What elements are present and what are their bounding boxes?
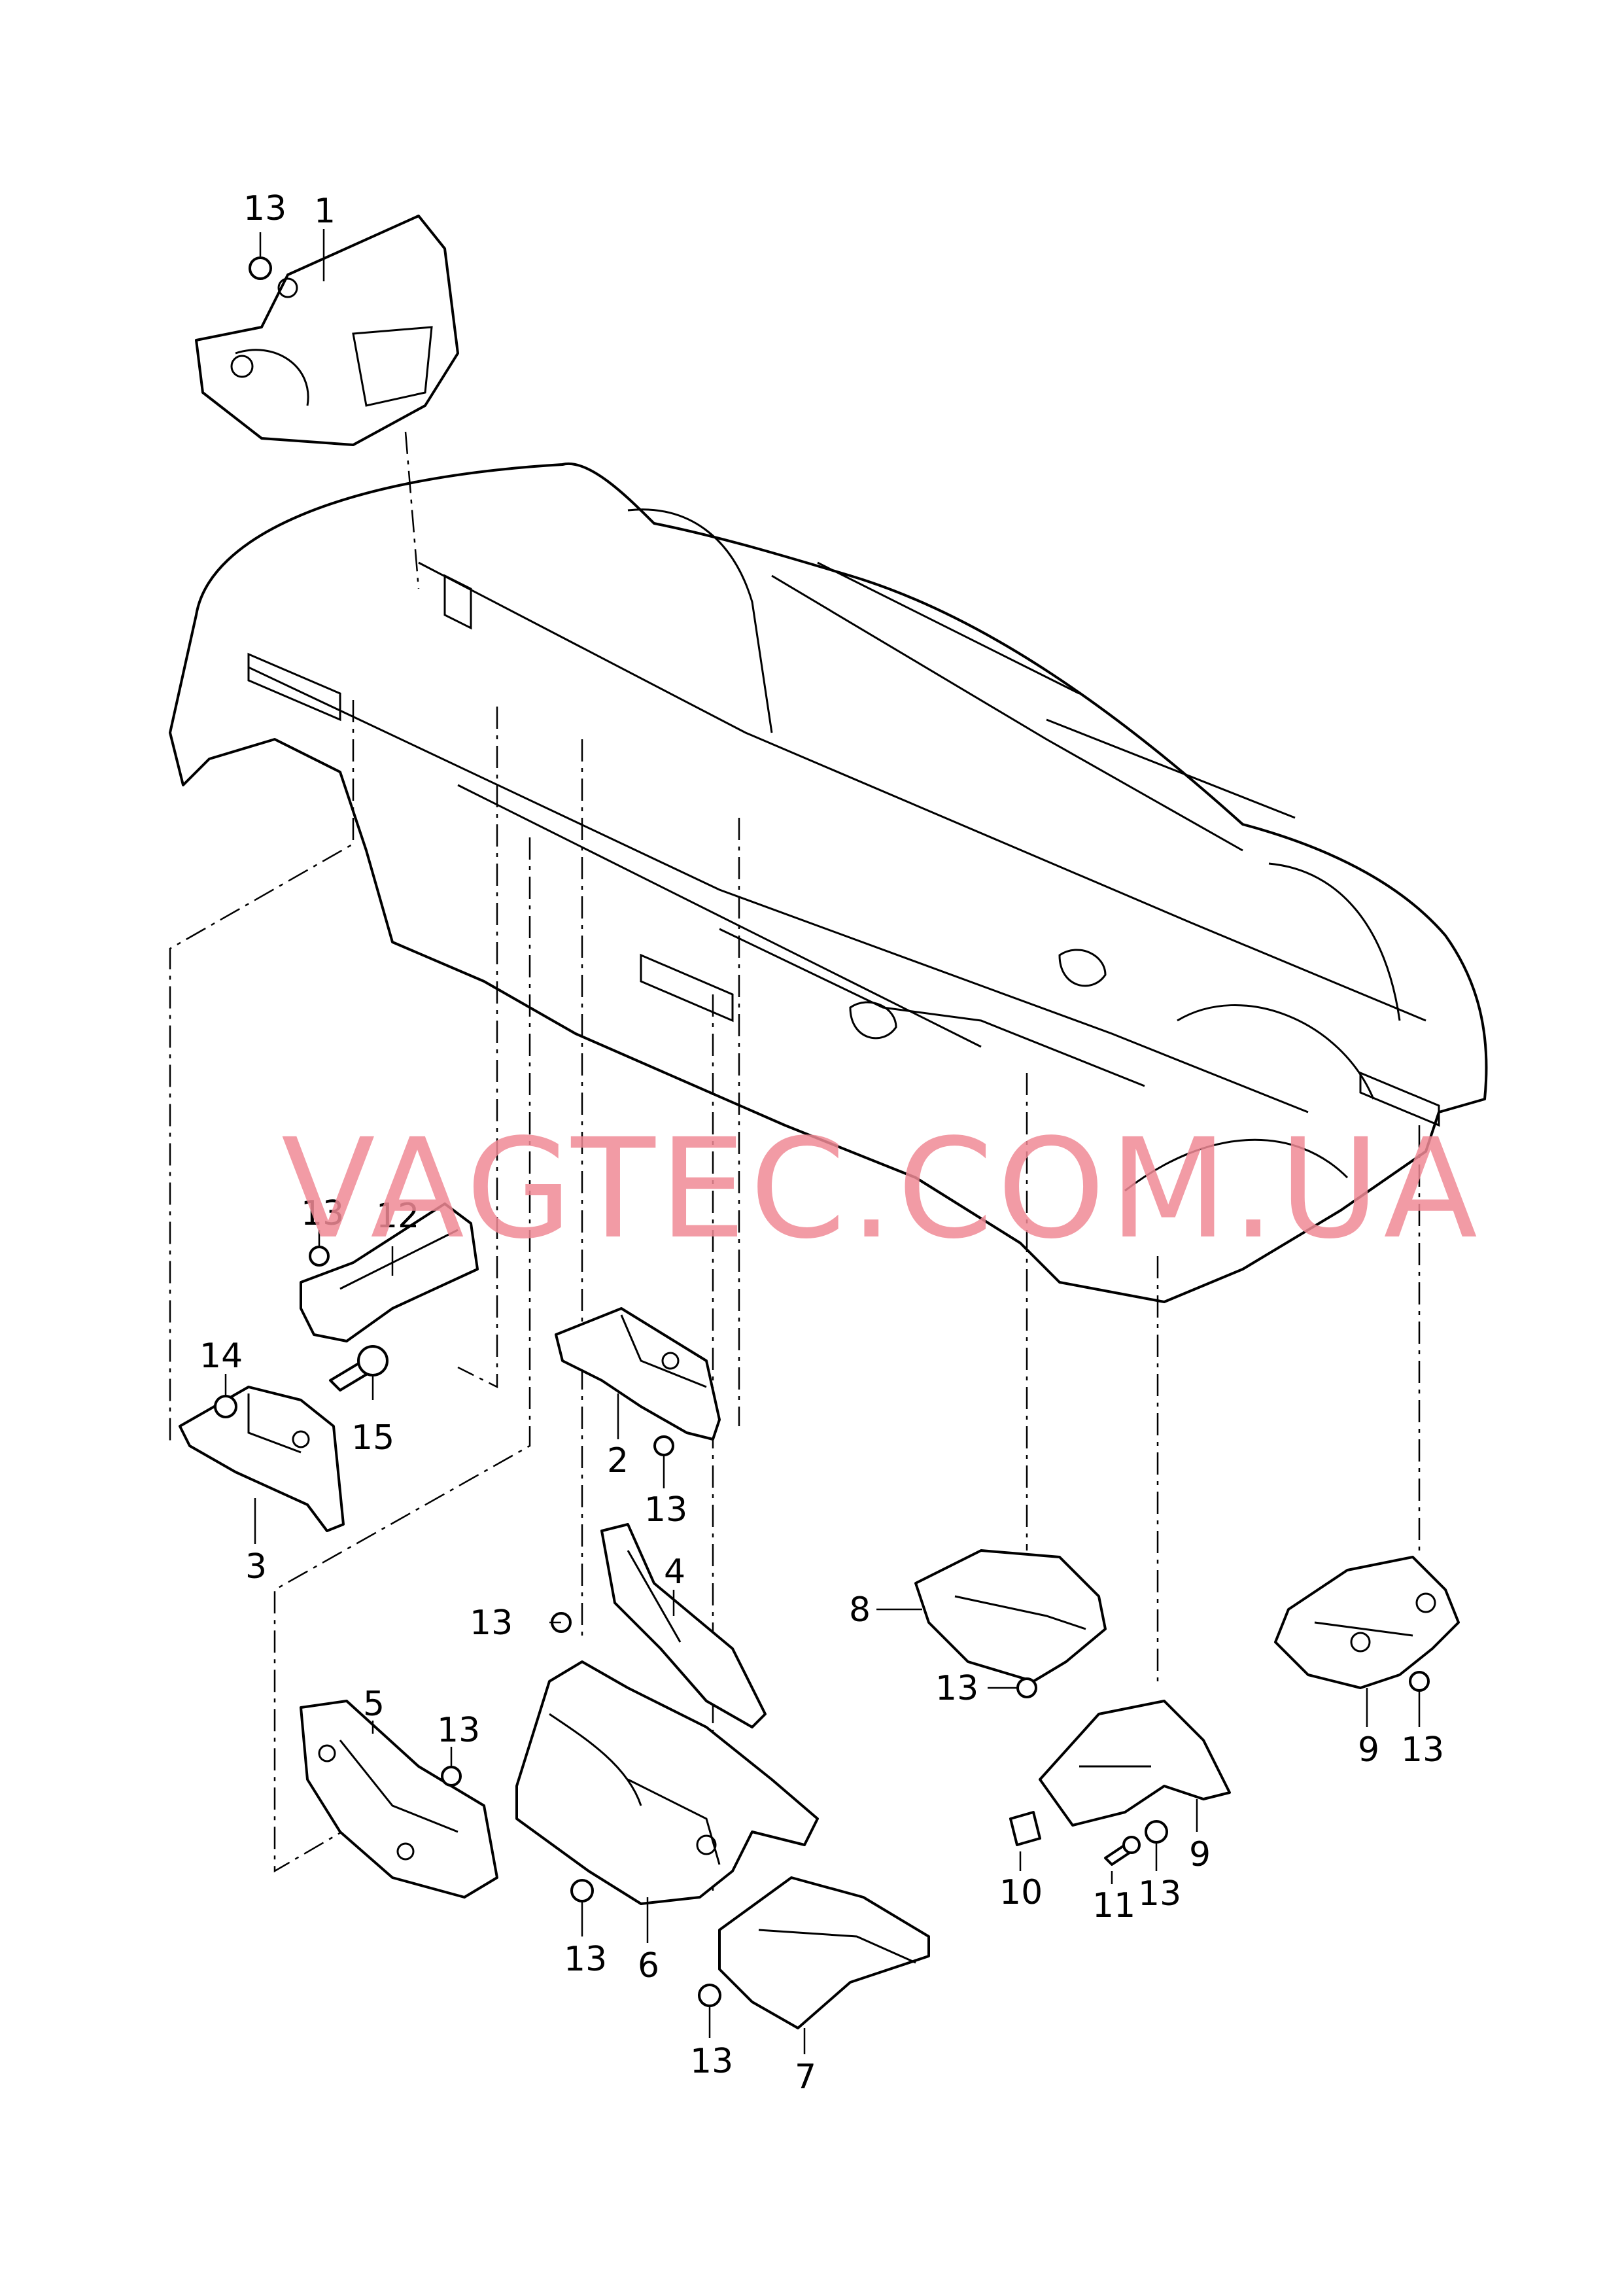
callout-3: 3: [245, 1547, 267, 1586]
callout-13: 13: [690, 2042, 733, 2081]
part-2-heat-shield: [555, 1307, 721, 1441]
callout-10: 10: [999, 1873, 1043, 1912]
callout-13: 13: [437, 1711, 480, 1750]
callout-4: 4: [664, 1552, 685, 1592]
callout-13: 13: [564, 1940, 607, 1979]
callout-6: 6: [638, 1946, 659, 1986]
callout-labels: 13 1 13 12 14 15 3 2 13 4 13 5 13 13 6 1…: [199, 189, 1444, 2097]
callout-12: 12: [376, 1197, 419, 1236]
callout-1: 1: [314, 192, 336, 231]
part-13-nut-9b: [1409, 1671, 1430, 1692]
part-5-heat-shield: [300, 1700, 498, 1899]
callout-13: 13: [301, 1194, 344, 1233]
part-7-heat-shield: [718, 1876, 930, 2029]
callout-9: 9: [1358, 1730, 1379, 1770]
part-13-nut-12: [309, 1246, 330, 1267]
part-13-nut-5: [441, 1766, 462, 1787]
part-10-clip: [1009, 1811, 1041, 1846]
part-3-heat-shield: [179, 1386, 345, 1532]
part-12-bracket-shield: [300, 1202, 479, 1342]
part-9-heat-shield-rear-a: [1039, 1700, 1231, 1827]
part-8-heat-shield: [914, 1549, 1107, 1683]
callout-2: 2: [607, 1441, 629, 1480]
part-1-heat-shield: [195, 215, 459, 446]
watermark-text: VAGTEC.COM.UA: [281, 1109, 1481, 1269]
callout-13: 13: [644, 1490, 687, 1530]
part-13-nut-top: [249, 256, 272, 280]
part-13-nut-6: [570, 1879, 594, 1902]
part-13-nut-2: [653, 1435, 674, 1456]
part-9-heat-shield-rear-b: [1274, 1556, 1460, 1689]
callout-9: 9: [1189, 1835, 1211, 1874]
callout-15: 15: [351, 1418, 394, 1458]
part-4-bracket: [600, 1523, 767, 1728]
callout-11: 11: [1092, 1886, 1135, 1925]
callout-7: 7: [795, 2058, 816, 2097]
part-13-nut-9a: [1145, 1820, 1168, 1844]
part-15-bolt: [329, 1345, 389, 1392]
callout-14: 14: [199, 1337, 243, 1376]
part-11-bolt: [1104, 1836, 1141, 1866]
part-13-nut-8: [1016, 1677, 1037, 1698]
leader-lines: [224, 229, 1421, 2054]
callout-13: 13: [935, 1669, 978, 1708]
callout-13: 13: [1138, 1874, 1181, 1914]
part-6-tunnel-heat-shield: [515, 1660, 819, 1905]
callout-13: 13: [1401, 1730, 1444, 1770]
vehicle-underbody: [169, 462, 1488, 1303]
callout-8: 8: [849, 1590, 871, 1630]
callout-5: 5: [363, 1685, 385, 1724]
callout-13: 13: [470, 1603, 513, 1643]
part-13-nut-7: [698, 1984, 721, 2007]
part-14-nut: [214, 1395, 237, 1418]
callout-13: 13: [243, 189, 286, 228]
